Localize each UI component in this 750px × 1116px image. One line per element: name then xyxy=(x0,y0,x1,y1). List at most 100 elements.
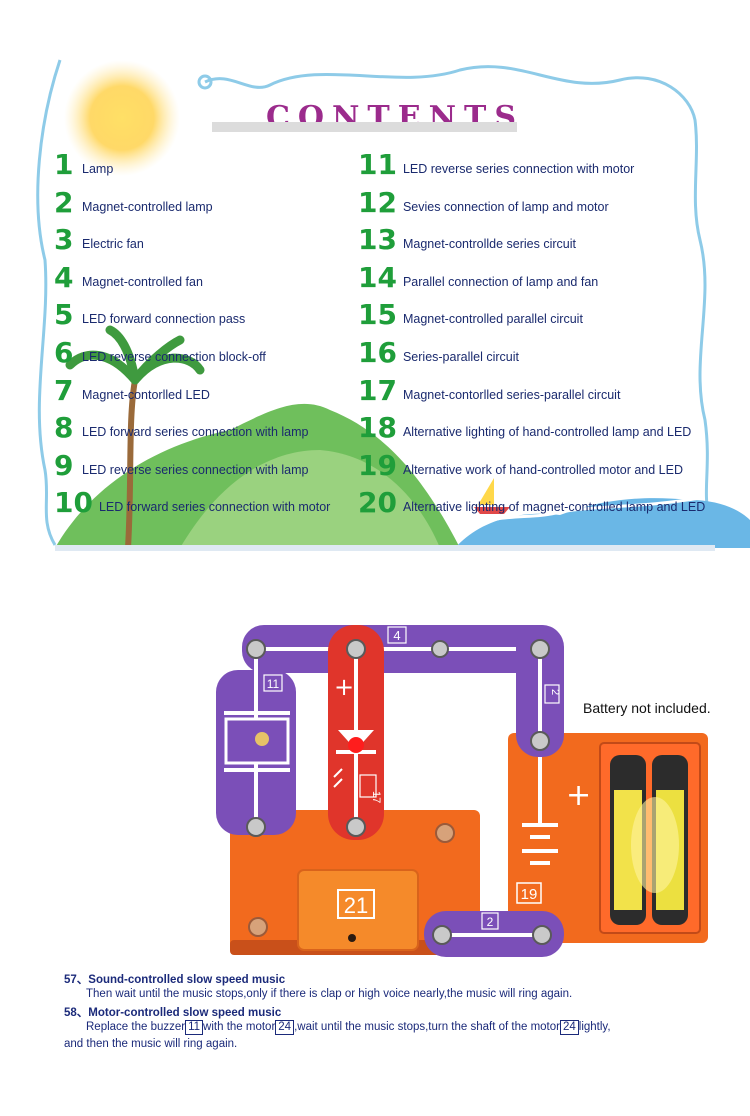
toc-number: 14 xyxy=(358,260,397,294)
palm-trunk xyxy=(125,379,138,549)
toc-label: Series-parallel circuit xyxy=(402,350,519,364)
part-chip-11: 11 xyxy=(185,1020,204,1035)
toc-number: 20 xyxy=(358,486,397,520)
toc-item: 8 LED forward series connection with lamp xyxy=(54,411,309,443)
section-58-text-c: ,wait until the music stops,turn the sha… xyxy=(294,1021,560,1033)
toc-number: 16 xyxy=(358,336,397,369)
sailboat-sail xyxy=(478,478,494,505)
toc-item: 10 LED forward series connection with mot… xyxy=(54,486,330,518)
battery-not-included-note: Battery not included. xyxy=(583,700,711,716)
toc-label: LED reverse series connection with lamp xyxy=(82,462,309,477)
snap-2b-label: 2 xyxy=(487,915,494,929)
battery-plus-sign: + xyxy=(566,778,591,813)
toc-number: 15 xyxy=(358,298,397,332)
toc-label: LED forward connection pass xyxy=(82,312,246,327)
palm-leaves xyxy=(65,325,205,385)
toc-label: Magnet-controlled lamp xyxy=(82,199,213,214)
toc-item: 2 Magnet-controlled lamp xyxy=(54,186,213,218)
led-bulb xyxy=(348,737,364,753)
module-21-label-box xyxy=(337,889,375,919)
toc-number: 11 xyxy=(358,148,397,181)
toc-number: 18 xyxy=(358,411,397,445)
snap-connectors xyxy=(246,639,552,945)
module-21-label: 21 xyxy=(344,893,368,918)
toc-number: 3 xyxy=(54,223,74,257)
part-chip-24-b: 24 xyxy=(559,1020,579,1035)
toc-label: LED reverse series connection with motor xyxy=(402,162,635,176)
toc-number: 19 xyxy=(358,448,397,482)
snap-11-label: 11 xyxy=(267,677,280,691)
bottom-band xyxy=(55,545,715,551)
green-hill-light xyxy=(180,450,440,548)
toc-number: 8 xyxy=(54,411,74,445)
toc-item: 11 LED reverse series connection with mot… xyxy=(358,148,634,180)
section-58-text-d: lightly, xyxy=(578,1021,611,1033)
snap-4-label: 4 xyxy=(393,628,400,643)
toc-item: 15 Magnet-controlled parallel circuit xyxy=(358,298,583,330)
toc-item: 17 Magnet-contorlled series-parallel circ… xyxy=(358,374,620,406)
snap-11-indicator xyxy=(255,732,269,746)
toc-item: 3 Electric fan xyxy=(54,223,144,255)
snap-17-label-box xyxy=(359,774,377,798)
section-57-title: 57、Sound-controlled slow speed music xyxy=(64,974,286,986)
toc-item: 9 LED reverse series connection with lamp xyxy=(54,449,309,481)
board-screw-left xyxy=(248,917,268,937)
toc-label: Magnet-controllde series circuit xyxy=(402,237,576,252)
section-58-text-line2: and then the music will ring again. xyxy=(64,1038,238,1050)
battery-glare xyxy=(631,797,679,893)
toc-number: 2 xyxy=(54,185,74,219)
toc-label: Alternative work of hand-controlled moto… xyxy=(402,462,683,477)
section-58-text-b: with the motor xyxy=(203,1021,276,1033)
toc-label: Magnet-controlled parallel circuit xyxy=(402,312,583,327)
frame-dot xyxy=(197,74,213,90)
snap-17-plus-sign: + xyxy=(334,673,354,701)
toc-number: 13 xyxy=(358,223,397,257)
toc-item: 16 Series-parallel circuit xyxy=(358,336,519,368)
toc-label: Electric fan xyxy=(82,237,144,252)
toc-label: Magnet-contorlled series-parallel circui… xyxy=(402,387,621,402)
sea-water xyxy=(455,498,750,548)
toc-item: 13 Magnet-controllde series circuit xyxy=(358,223,576,255)
label-19: 19 xyxy=(521,886,538,903)
toc-number: 10 xyxy=(54,486,93,520)
part-chip-24: 24 xyxy=(275,1020,295,1035)
sea-wave xyxy=(469,496,701,530)
contents-background xyxy=(36,59,750,551)
circuit-photo: 21 + 19 4 11 + 17 2 2 xyxy=(216,625,708,957)
module-21-hole xyxy=(348,934,356,942)
toc-item: 12 Sevies connection of lamp and motor xyxy=(358,186,609,218)
section-57-text: Then wait until the music stops,only if … xyxy=(86,988,573,1000)
title-underline-bar xyxy=(212,122,517,132)
toc-label: LED forward series connection with lamp xyxy=(82,425,309,440)
toc-number: 9 xyxy=(54,448,74,482)
snap-2b-label-box xyxy=(481,912,499,930)
toc-label: Magnet-controlled fan xyxy=(82,274,203,289)
toc-label: Magnet-contorlled LED xyxy=(82,387,210,402)
sailboat-hull xyxy=(474,507,510,514)
toc-item: 18 Alternative lighting of hand-controlle… xyxy=(358,411,691,443)
snap-11-label-box xyxy=(263,674,283,692)
board-screw-right xyxy=(435,823,455,843)
module-21-body xyxy=(297,869,419,951)
toc-number: 6 xyxy=(54,336,74,369)
toc-label: Alternative lighting of hand-controlled … xyxy=(402,425,692,440)
snap-2a-label: 2 xyxy=(549,689,561,695)
toc-number: 17 xyxy=(358,373,397,407)
toc-label: Sevies connection of lamp and motor xyxy=(402,199,609,214)
toc-number: 12 xyxy=(358,185,397,219)
toc-number: 1 xyxy=(54,148,74,181)
toc-label: LED forward series connection with motor xyxy=(98,500,331,515)
section-58-text-a: Replace the buzzer xyxy=(86,1021,186,1033)
frame-outline xyxy=(36,59,714,546)
toc-item: 19 Alternative work of hand-controlled mo… xyxy=(358,449,683,481)
sun-icon xyxy=(64,60,180,176)
label-19-box xyxy=(516,882,542,904)
